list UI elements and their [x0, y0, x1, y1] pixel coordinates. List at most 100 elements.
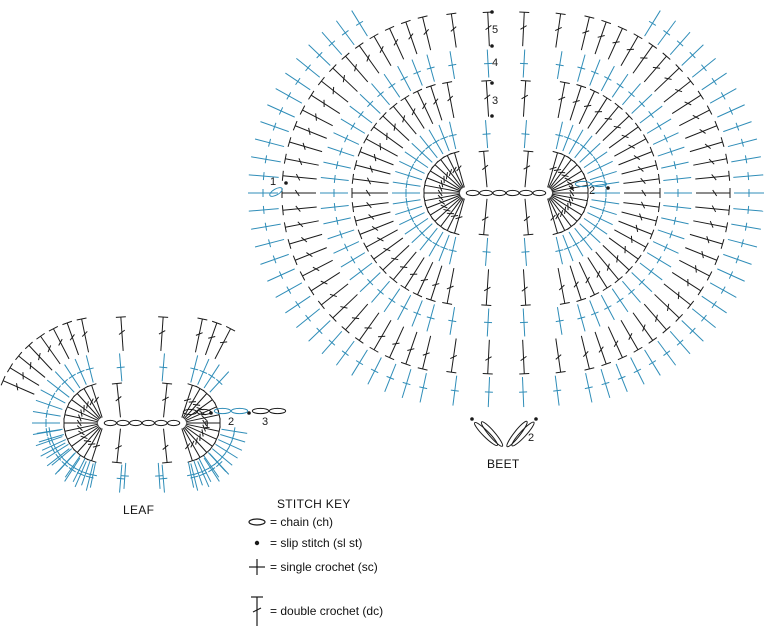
leaf-stitch-r1-16	[40, 442, 66, 457]
beet-stitch-r2-21	[363, 229, 398, 252]
beet-stitch-r5-39	[251, 155, 281, 164]
beet-stitch-r0-24	[449, 150, 465, 188]
beet-stitch-r3-46	[577, 54, 586, 82]
beet-stitch-r2-29	[363, 134, 398, 157]
leaf-stitch-r1-30	[190, 355, 199, 383]
beet-stitch-r2-46	[614, 134, 649, 157]
beet-stitch-r1-23	[395, 170, 423, 181]
beet-stitch-r3-10	[600, 294, 615, 321]
leaf-row-number-3: 3	[262, 416, 268, 428]
beet-stitch-r2-0	[624, 188, 661, 198]
beet-stem-dot-left	[470, 417, 474, 421]
leaf-lower-stitch-17	[51, 448, 73, 466]
beet-stitch-r4-3	[689, 233, 725, 249]
leaf-stitch-r0-11	[73, 426, 101, 457]
beet-stitch-r2-22	[357, 220, 394, 240]
beet-stitch-r4-31	[283, 220, 319, 233]
beet-stitch-r4-11	[620, 320, 643, 353]
leaf-foundation-chain-0	[103, 419, 117, 427]
beet-foundation-chain-1	[479, 189, 493, 197]
beet-stitch-r3-28	[320, 202, 349, 212]
beet-stitch-r4-14	[580, 335, 595, 371]
beet-stitch-r4-59	[663, 76, 695, 103]
leaf-foundation-chain-5	[167, 419, 181, 427]
beet-stitch-r0-8	[523, 198, 534, 236]
beet-stitch-r4-43	[354, 42, 380, 74]
leaf-stitch-r1-13	[64, 457, 81, 482]
beet-stitch-r3-25	[333, 241, 360, 254]
beet-stitch-r3-45	[555, 51, 564, 79]
stitch-key-title: STITCH KEY	[277, 497, 351, 511]
leaf-start-chain-a-chain-0	[182, 408, 198, 416]
beet-stitch-r1-27	[419, 135, 438, 159]
beet-stitch-r2-31	[379, 112, 410, 142]
leaf-row-number-1: 1	[204, 419, 210, 431]
leaf-stitch-r2-38	[214, 325, 236, 360]
beet-stitch-r2-4	[614, 229, 649, 252]
key-row-chain: = chain (ch)	[246, 512, 333, 532]
leaf-stitch-r2-29	[24, 341, 53, 371]
key-slip-stitch-text: = slip stitch (sl st)	[270, 536, 363, 550]
beet-stitch-r4-15	[555, 338, 566, 374]
beet-stitch-r4-63	[689, 137, 725, 153]
beet-stitch-r4-23	[354, 312, 380, 344]
leaf-stitch-r1-22	[40, 389, 66, 404]
beet-start-number-1: 1	[270, 176, 276, 188]
beet-stitch-r5-35	[251, 222, 281, 231]
beet-stitch-r1-38	[583, 151, 608, 169]
beet-stitch-r5-23	[384, 363, 397, 392]
beet-stitch-r5-62	[644, 10, 661, 37]
beet-stitch-r2-34	[412, 88, 434, 125]
leaf-stitch-r1-19	[32, 419, 60, 427]
beet-stitch-r2-40	[569, 84, 587, 121]
beet-stitch-r2-18	[389, 251, 417, 284]
beet-stitch-r2-48	[621, 160, 659, 175]
beet-stitch-r1-3	[587, 212, 613, 226]
beet-stitch-r1-8	[562, 234, 574, 262]
beet-stitch-r4-5	[679, 259, 713, 281]
beet-stitch-r2-33	[400, 94, 425, 129]
leaf-stitch-r0-22	[111, 382, 122, 418]
beet-stitch-r5-7	[701, 295, 727, 314]
beet-stitch-r3-11	[589, 300, 601, 327]
leaf-stitch-r0-21	[86, 383, 103, 418]
beet-stitch-r1-33	[555, 121, 564, 150]
beet-stitch-r5-42	[267, 104, 295, 118]
beet-foundation-chain-5	[532, 189, 547, 197]
beet-stitch-r3-14	[519, 308, 528, 337]
beet-stitch-r3-36	[359, 93, 381, 114]
leaf-foundation-chain-3	[141, 419, 155, 427]
slip-stitch-icon	[246, 533, 268, 553]
beet-stitch-r2-39	[557, 81, 570, 119]
beet-stitch-r5-41	[260, 121, 289, 133]
beet-stitch-r3-39	[397, 65, 412, 92]
beet-stitch-r2-32	[389, 102, 417, 135]
leaf-stitch-r0-10	[79, 427, 102, 461]
beet-stitch-r2-14	[442, 267, 455, 305]
beet-stitch-r2-25	[351, 188, 388, 198]
leaf-stitch-r1-26	[74, 358, 87, 385]
leaf-lower-stitch-19	[41, 439, 66, 451]
leaf-stitch-r0-20	[79, 385, 102, 419]
leaf-stitch-r2-33	[76, 317, 90, 353]
beet-stitch-r0-17	[423, 188, 460, 198]
beet-stitch-r5-22	[401, 369, 412, 398]
leaf-stitch-r0-18	[68, 395, 100, 421]
beet-stitch-r4-51	[555, 12, 566, 48]
leaf-stitch-r2-26	[0, 375, 35, 395]
beet-start-dot-2	[606, 186, 610, 190]
beet-stitch-r4-35	[283, 153, 319, 166]
leaf-start-dot-2	[247, 411, 251, 415]
beet-stitch-r5-70	[723, 121, 752, 133]
beet-stitch-r4-42	[341, 52, 369, 83]
leaf-stitch-r2-34	[115, 316, 126, 352]
beet-stem-number-2: 2	[528, 432, 534, 444]
beet-stitch-r5-20	[450, 375, 459, 406]
beet-stitch-r3-27	[323, 216, 351, 225]
beet-stitch-r3-23	[349, 262, 373, 281]
beet-stitch-r1-13	[438, 234, 450, 262]
beet-stitch-r3-24	[340, 252, 366, 268]
leaf-stitch-r1-23	[46, 379, 70, 398]
leaf-stitch-r0-4	[183, 426, 211, 457]
leaf-lower-stitch-16	[57, 452, 77, 473]
